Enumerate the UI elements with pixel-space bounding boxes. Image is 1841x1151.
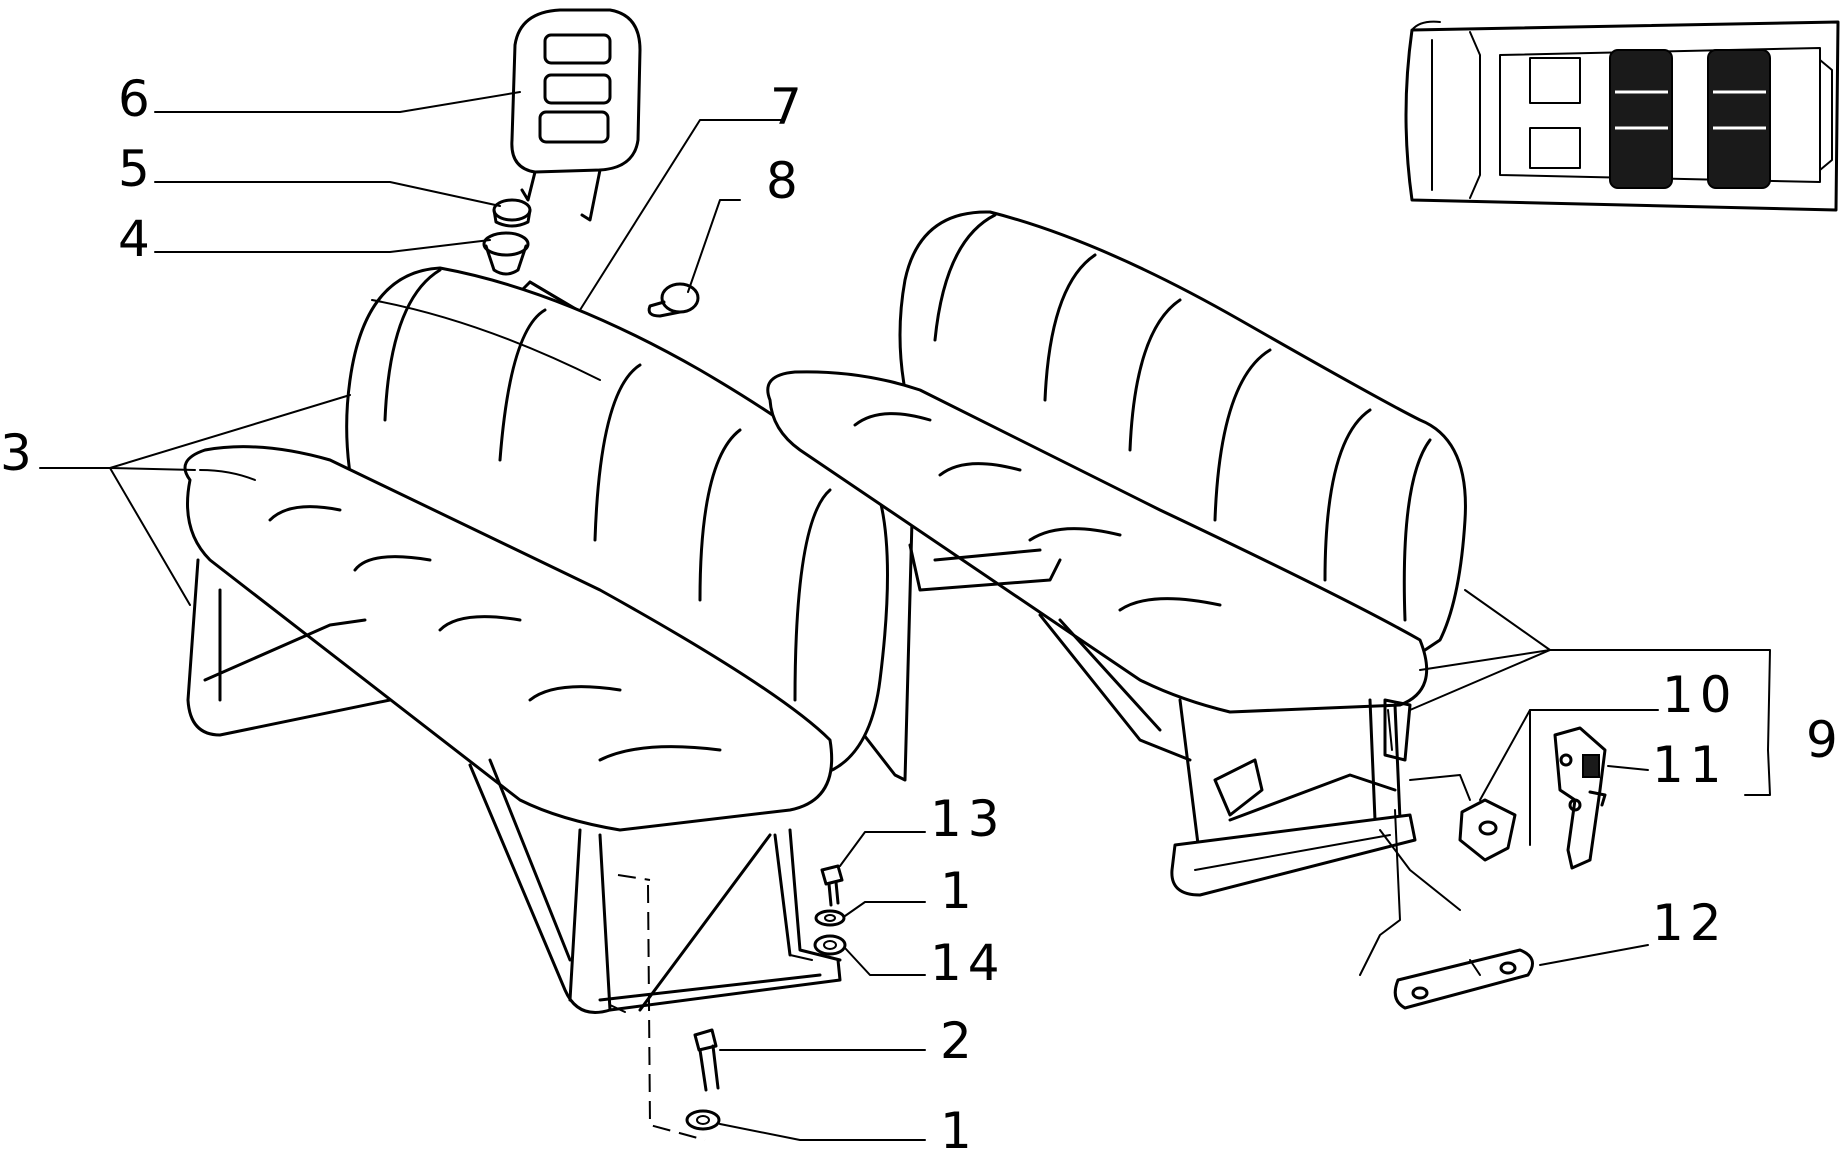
highlight-seat-front bbox=[1609, 49, 1673, 189]
alignment-dash-lower bbox=[647, 884, 706, 1141]
bracket-11 bbox=[1553, 726, 1607, 870]
bolt-13 bbox=[820, 864, 844, 907]
plug-8 bbox=[647, 282, 700, 318]
headrest-bushing-5 bbox=[492, 198, 532, 228]
headrest bbox=[510, 8, 642, 222]
callout-9: 9 bbox=[1806, 711, 1841, 769]
bolt-2 bbox=[693, 1028, 720, 1092]
callout-13: 13 bbox=[930, 790, 1006, 848]
callout-labels: 6 5 4 7 8 3 9 10 11 12 13 1 14 2 1 bbox=[0, 70, 1841, 1151]
callout-7: 7 bbox=[770, 78, 808, 136]
callout-6: 6 bbox=[118, 70, 156, 128]
vehicle-locator-diagram bbox=[1404, 20, 1840, 212]
callout-10: 10 bbox=[1662, 666, 1738, 724]
callout-2: 2 bbox=[940, 1012, 978, 1070]
callout-1-lower: 1 bbox=[940, 1102, 978, 1151]
washer-14 bbox=[813, 934, 847, 956]
callout-12: 12 bbox=[1652, 894, 1728, 952]
callout-3: 3 bbox=[0, 424, 38, 482]
strap-plate-12 bbox=[1393, 948, 1534, 1010]
callout-5: 5 bbox=[118, 140, 156, 198]
callout-1-upper: 1 bbox=[940, 862, 978, 920]
callout-14: 14 bbox=[930, 934, 1006, 992]
bench-seat-rear bbox=[766, 210, 1467, 897]
callout-11: 11 bbox=[1652, 736, 1728, 794]
nut-plate-10 bbox=[1458, 798, 1517, 862]
callout-4: 4 bbox=[118, 210, 156, 268]
leader-lines bbox=[39, 91, 1771, 1141]
headrest-guide-4 bbox=[482, 231, 530, 276]
alignment-dash-upper bbox=[617, 874, 651, 881]
washer-1-lower bbox=[685, 1109, 721, 1131]
callout-8: 8 bbox=[766, 152, 804, 210]
highlight-seat-rear bbox=[1707, 49, 1771, 189]
washer-1-upper bbox=[814, 909, 846, 927]
